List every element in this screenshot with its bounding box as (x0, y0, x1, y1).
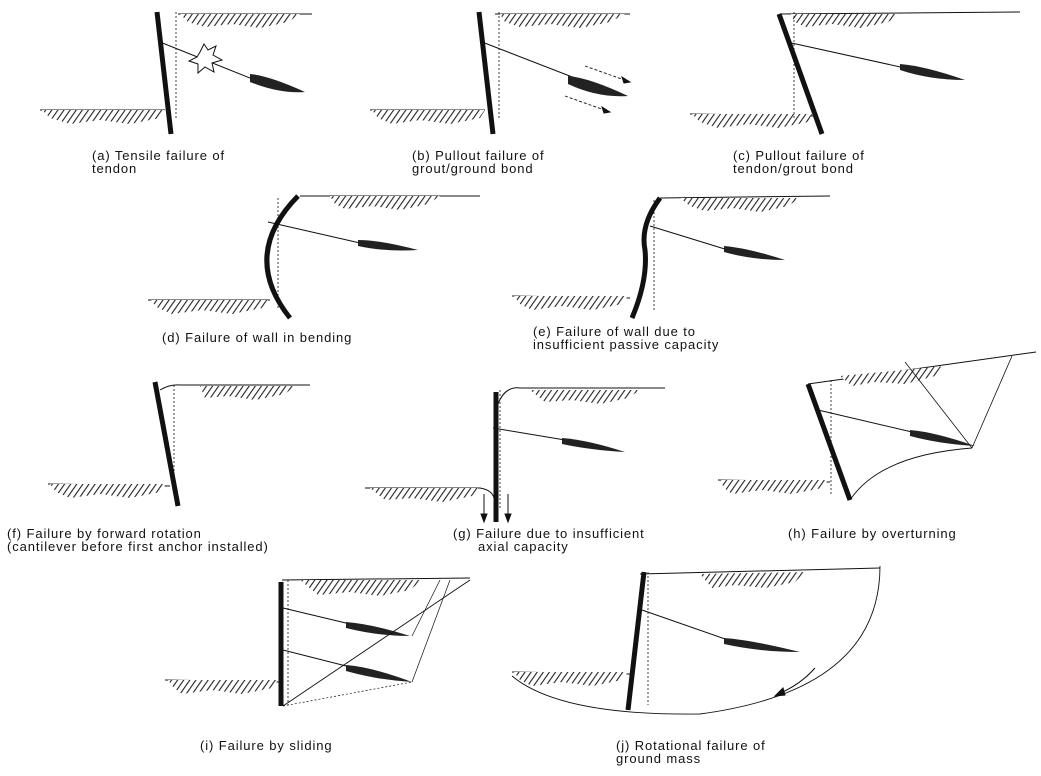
tendon (493, 428, 565, 440)
panel-g-caption-line2: axial capacity (453, 540, 645, 553)
tendon (650, 226, 728, 250)
panel-d-caption-line1: (d) Failure of wall in bending (162, 331, 352, 344)
wedge-line-2 (972, 356, 1012, 448)
panel-a-caption-line2: tendon (92, 162, 225, 175)
anchor-bond-zone (358, 240, 418, 251)
panel-j-drawing (512, 566, 880, 714)
displaced-wall (632, 198, 660, 318)
panel-d-drawing (148, 196, 480, 318)
panel-b-caption-line2: grout/ground bond (412, 162, 545, 175)
panel-c-drawing (690, 12, 1020, 134)
ground-hatch-lower (42, 110, 165, 124)
panel-f-caption: (f) Failure by forward rotation (cantile… (7, 527, 269, 553)
failure-surface (850, 448, 972, 500)
panel-i-caption-line1: (i) Failure by sliding (200, 739, 333, 752)
panel-h-caption-line1: (h) Failure by overturning (788, 527, 957, 540)
panel-b-drawing (370, 12, 630, 134)
panel-d-caption: (d) Failure of wall in bending (162, 331, 352, 344)
panel-g-drawing (365, 388, 665, 522)
panel-g-caption: (g) Failure due to insufficient axial ca… (453, 527, 645, 553)
anchor-bond-zone (900, 64, 965, 80)
ground-hatch-upper (180, 14, 300, 28)
panel-j-caption: (j) Rotational failure of ground mass (616, 739, 766, 765)
tendon-lower (283, 650, 350, 667)
panel-h-drawing (718, 352, 1036, 500)
anchor-bond-zone (562, 438, 625, 452)
slip-circle (512, 566, 880, 714)
tendon (818, 410, 912, 432)
anchor-bond-zone (250, 74, 305, 92)
panel-i-drawing (165, 578, 470, 706)
panel-c-caption-line2: tendon/grout bond (733, 162, 865, 175)
panel-c-caption: (c) Pullout failure of tendon/grout bond (733, 149, 865, 175)
panel-j-caption-line2: ground mass (616, 752, 766, 765)
anchor-bond-zone (568, 76, 628, 96)
anchor-bond-zone (910, 430, 975, 446)
anchor-bond-zone (724, 638, 800, 652)
sliding-plane (283, 580, 470, 706)
panel-a-caption: (a) Tensile failure of tendon (92, 149, 225, 175)
panel-h-caption: (h) Failure by overturning (788, 527, 957, 540)
panel-f-drawing (48, 382, 310, 506)
tendon (268, 222, 360, 243)
tendon-upper (283, 608, 350, 624)
wall (628, 572, 644, 710)
bent-wall (267, 196, 298, 318)
panel-i-caption: (i) Failure by sliding (200, 739, 333, 752)
panel-a-drawing (40, 12, 312, 134)
tendon (482, 42, 580, 80)
panel-f-caption-line2: (cantilever before first anchor installe… (7, 540, 269, 553)
panel-e-drawing (512, 196, 830, 318)
anchor-bond-zone (724, 246, 785, 260)
panel-b-caption: (b) Pullout failure of grout/ground bond (412, 149, 545, 175)
tendon (787, 42, 905, 68)
panel-e-caption-line2: insufficient passive capacity (533, 338, 719, 351)
tendon (642, 610, 728, 640)
rupture-star (189, 44, 222, 73)
panel-e-caption: (e) Failure of wall due to insufficient … (533, 325, 719, 351)
